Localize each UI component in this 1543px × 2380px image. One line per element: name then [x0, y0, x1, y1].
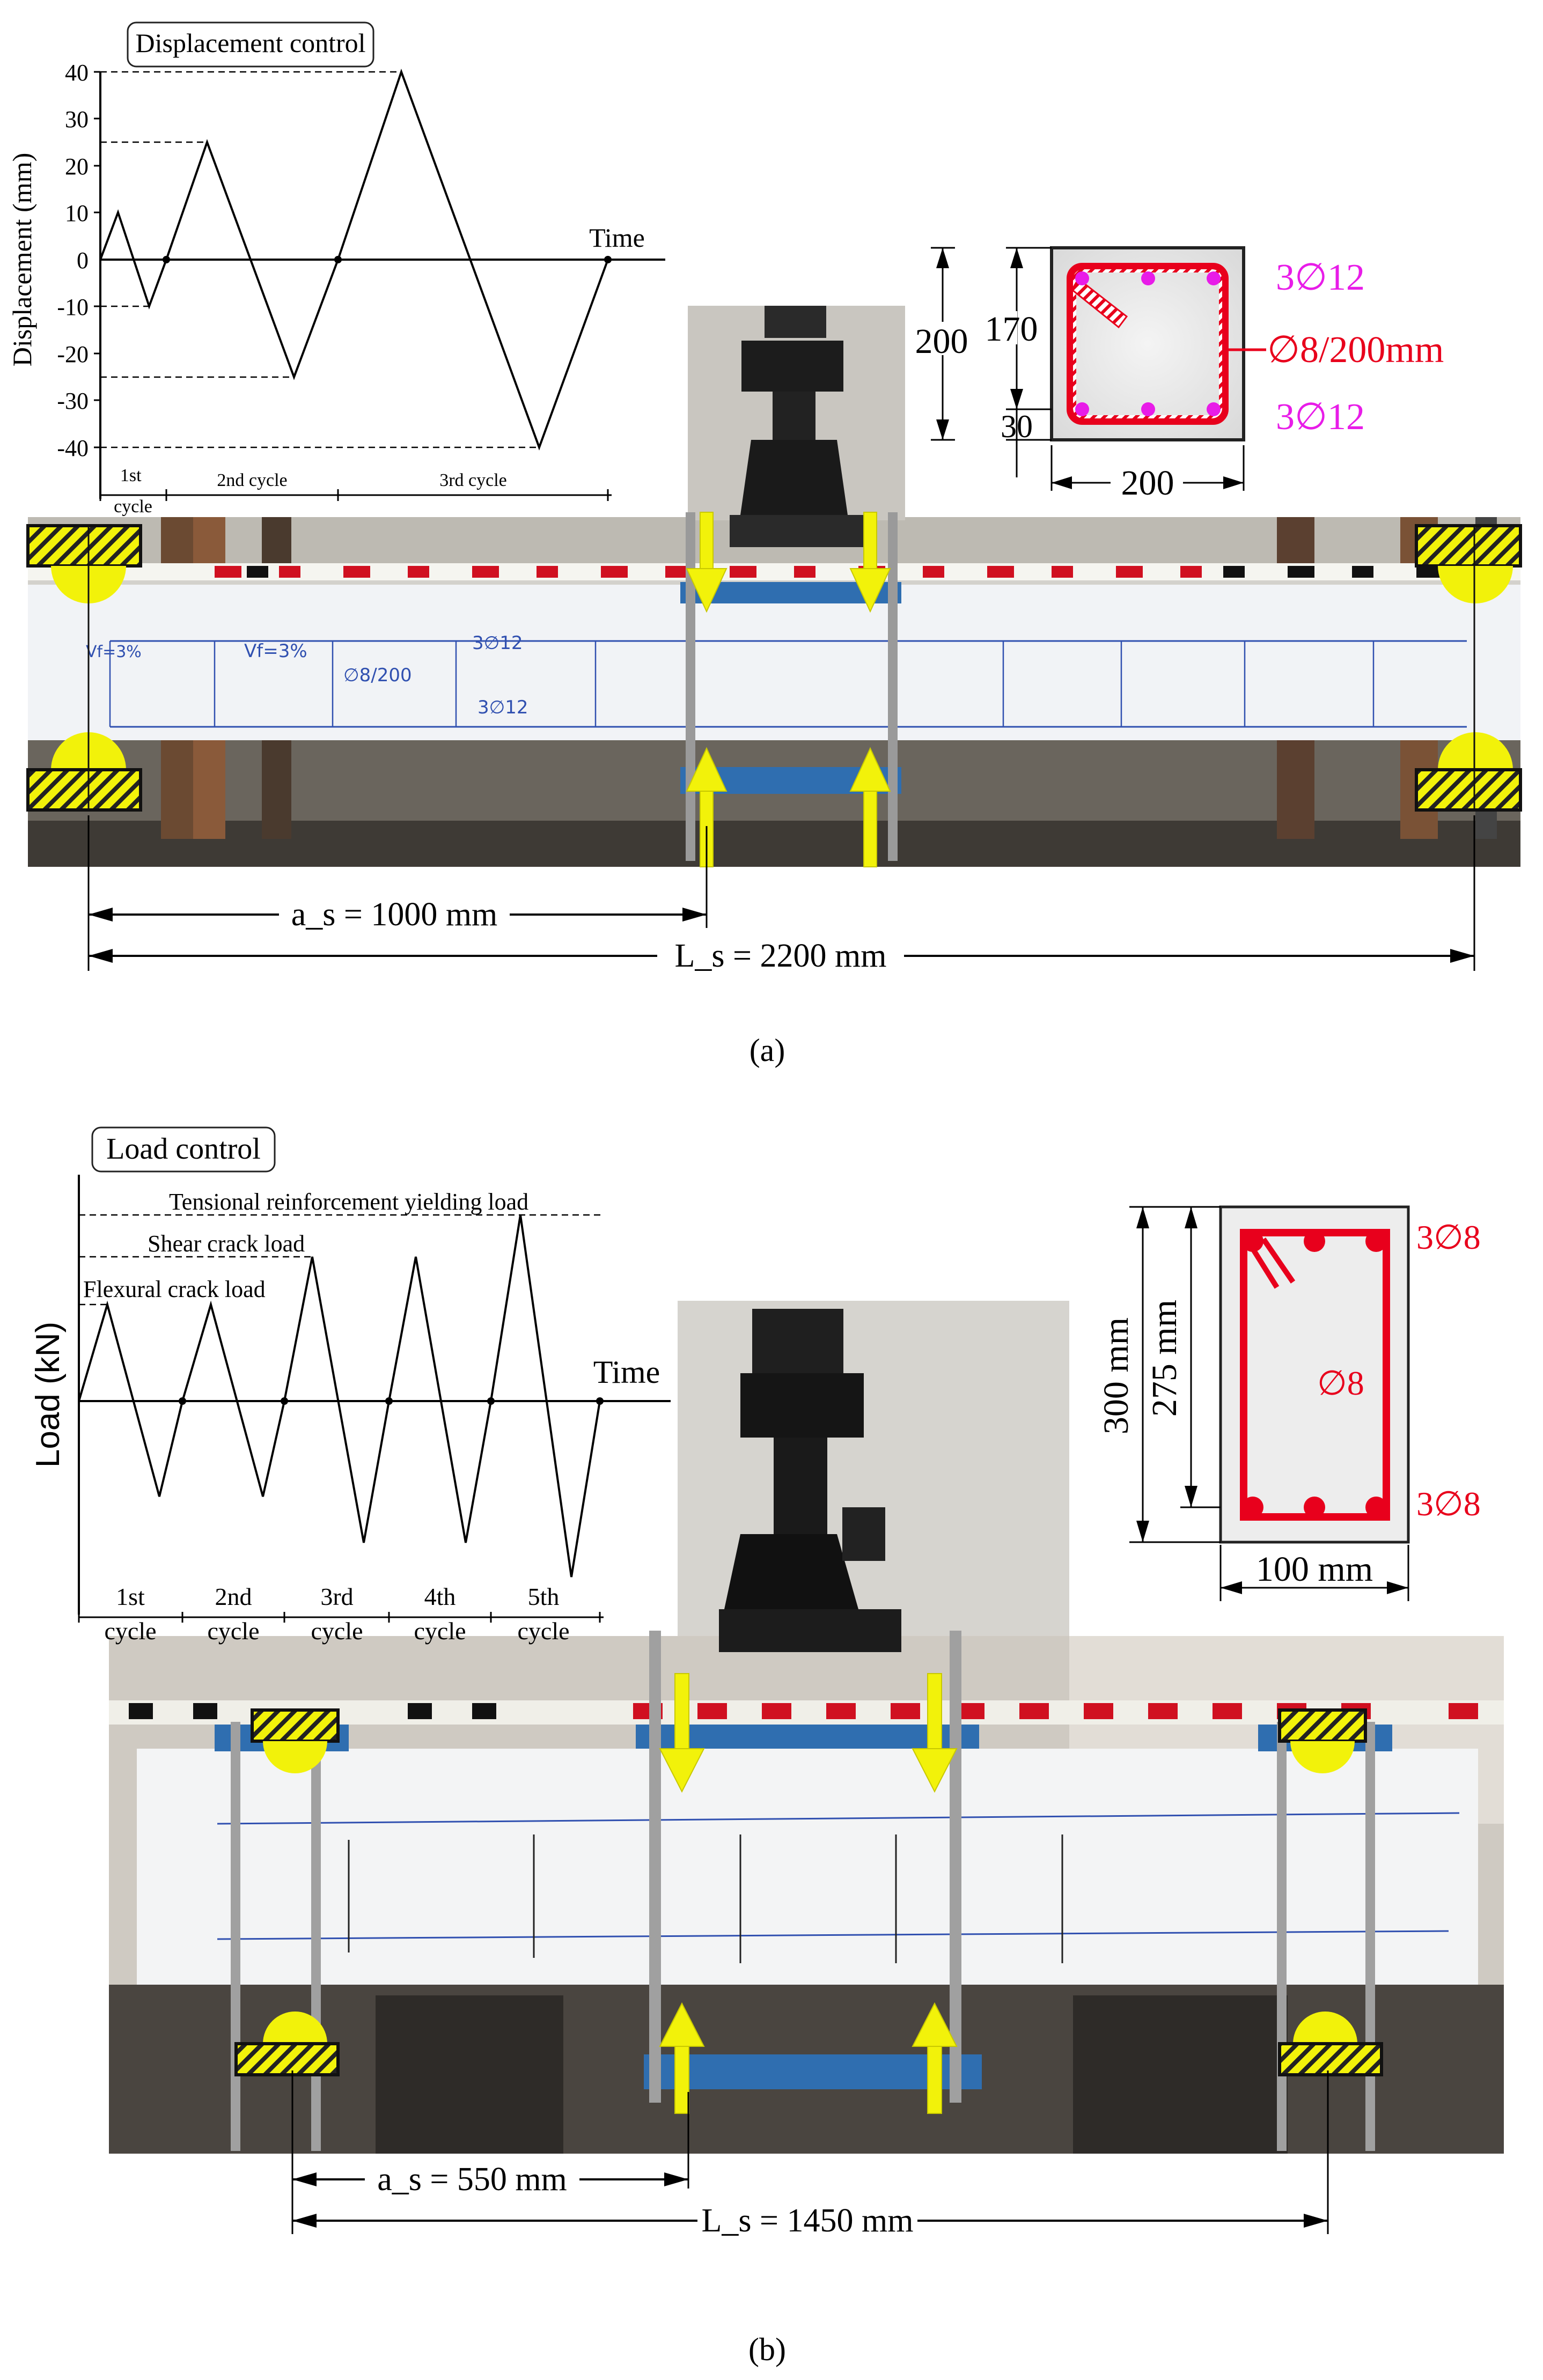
- cycle-label-b-4: 4th cycle: [414, 1583, 466, 1645]
- time-label-a: Time: [589, 223, 645, 253]
- y-axis-label-b: Load (kN): [30, 1322, 67, 1468]
- ytick-a: 20: [65, 153, 89, 180]
- caption-a: (a): [750, 1033, 785, 1068]
- stirrup-a: [1067, 263, 1229, 425]
- ytick-a: 10: [65, 200, 89, 226]
- cycle-b1-line1: 1st: [116, 1583, 145, 1610]
- load-arrows-b: [659, 1673, 958, 2114]
- ytick-a: -20: [57, 341, 89, 367]
- cycle-b2-line2: cycle: [207, 1617, 259, 1645]
- ytick-a: 30: [65, 106, 89, 132]
- cycle-1-line2: cycle: [114, 497, 152, 517]
- load-history-line: [78, 1214, 601, 1578]
- section-height-b: 300 mm: [1097, 1317, 1136, 1434]
- cycle-1-line1: 1st: [120, 466, 142, 485]
- cross-section-a: 200 170 30 200 3∅12 3∅12 ∅8/200: [912, 246, 1444, 503]
- beam-b: [137, 1749, 1478, 1985]
- cycle-b5-line2: cycle: [517, 1617, 569, 1645]
- cycle-b4-line1: 4th: [424, 1583, 456, 1610]
- bars-b: [1242, 1230, 1387, 1518]
- cycle-b3-line2: cycle: [311, 1617, 363, 1645]
- bottom-bars-label-b: 3∅8: [1416, 1485, 1481, 1523]
- stirrup-label-a: ∅8/200mm: [1267, 329, 1444, 371]
- cycle-label-b-1: 1st cycle: [104, 1583, 156, 1645]
- ytick-a: -40: [57, 435, 89, 461]
- ytick-a: -30: [57, 388, 89, 414]
- section-height-a: 200: [915, 322, 968, 361]
- panel-a: Vf=3% Vf=3% ∅8/200 3∅12 3∅12: [7, 21, 1522, 1068]
- ytick-a: 0: [77, 247, 89, 274]
- loading-history-a: Displacement control Displacement (mm) 4…: [7, 21, 665, 517]
- y-axis-label-a: Displacement (mm): [7, 153, 37, 367]
- cycle-label-a-1: 1st cycle: [114, 466, 152, 517]
- beam-mark-vf: Vf=3%: [244, 640, 307, 662]
- cycle-label-a-3: 3rd cycle: [439, 470, 507, 490]
- ytick-a: -10: [57, 294, 89, 320]
- panel-b: Load control Load (kN) Tensional reinfor…: [30, 1126, 1504, 2367]
- measuring-tape-a: [28, 563, 1520, 580]
- shear-span-a: a_s = 1000 mm: [291, 896, 498, 933]
- beam-a: [28, 579, 1520, 740]
- caption-b: (b): [748, 2332, 786, 2367]
- cycle-b4-line2: cycle: [414, 1617, 466, 1645]
- level-shear-crack: Shear crack load: [148, 1230, 305, 1257]
- cycle-b3-line1: 3rd: [320, 1583, 353, 1610]
- beam-mark-vf-left: Vf=3%: [86, 643, 142, 661]
- loading-history-b: Load control Load (kN) Tensional reinfor…: [30, 1126, 671, 1645]
- cycle-b2-line1: 2nd: [215, 1583, 252, 1610]
- top-bars-label-a: 3∅12: [1276, 257, 1365, 298]
- span-a: L_s = 2200 mm: [675, 938, 887, 974]
- load-arrows-a: [686, 512, 891, 867]
- cycle-label-b-5: 5th cycle: [517, 1583, 569, 1645]
- top-bars-label-b: 3∅8: [1416, 1218, 1481, 1256]
- section-depth-b: 275 mm: [1145, 1300, 1184, 1417]
- cycle-label-b-2: 2nd cycle: [207, 1583, 259, 1645]
- level-yielding: Tensional reinforcement yielding load: [169, 1189, 528, 1215]
- bottom-bars-label-a: 3∅12: [1276, 396, 1365, 438]
- measuring-tape-b: [109, 1700, 1504, 1725]
- history-title-b: Load control: [106, 1132, 261, 1166]
- history-title-a: Displacement control: [135, 28, 365, 58]
- displacement-history-line: [99, 68, 609, 451]
- beam-mark-stirrup: ∅8/200: [343, 665, 412, 686]
- cycle-b5-line1: 5th: [528, 1583, 560, 1610]
- section-width-a: 200: [1121, 463, 1174, 503]
- stirrup-label-b: ∅8: [1317, 1364, 1364, 1402]
- cycle-label-a-2: 2nd cycle: [217, 470, 287, 490]
- span-dimensions-a: a_s = 1000 mm L_s = 2200 mm: [87, 815, 1475, 975]
- bars-a: [1075, 271, 1221, 416]
- level-flexural-crack: Flexural crack load: [83, 1276, 266, 1302]
- shear-span-b: a_s = 550 mm: [377, 2161, 567, 2198]
- time-label-b: Time: [593, 1354, 660, 1390]
- span-dimensions-b: a_s = 550 mm L_s = 1450 mm: [291, 2070, 1329, 2239]
- photo-a: Vf=3% Vf=3% ∅8/200 3∅12 3∅12: [26, 306, 1522, 867]
- ytick-a: 40: [65, 60, 89, 86]
- beam-mark-top-bars: 3∅12: [472, 632, 523, 654]
- section-width-b: 100 mm: [1256, 1550, 1373, 1589]
- cycle-b1-line2: cycle: [104, 1617, 156, 1645]
- cross-section-b: 300 mm 275 mm 100 mm 3∅8 3∅8 ∅8: [1097, 1205, 1481, 1601]
- cycle-label-b-3: 3rd cycle: [311, 1583, 363, 1645]
- beam-mark-bottom-bars: 3∅12: [477, 697, 528, 718]
- photo-b: [109, 1301, 1504, 2154]
- span-b: L_s = 1450 mm: [702, 2202, 914, 2239]
- section-cover-a: 30: [1001, 409, 1033, 444]
- section-depth-a: 170: [985, 310, 1038, 349]
